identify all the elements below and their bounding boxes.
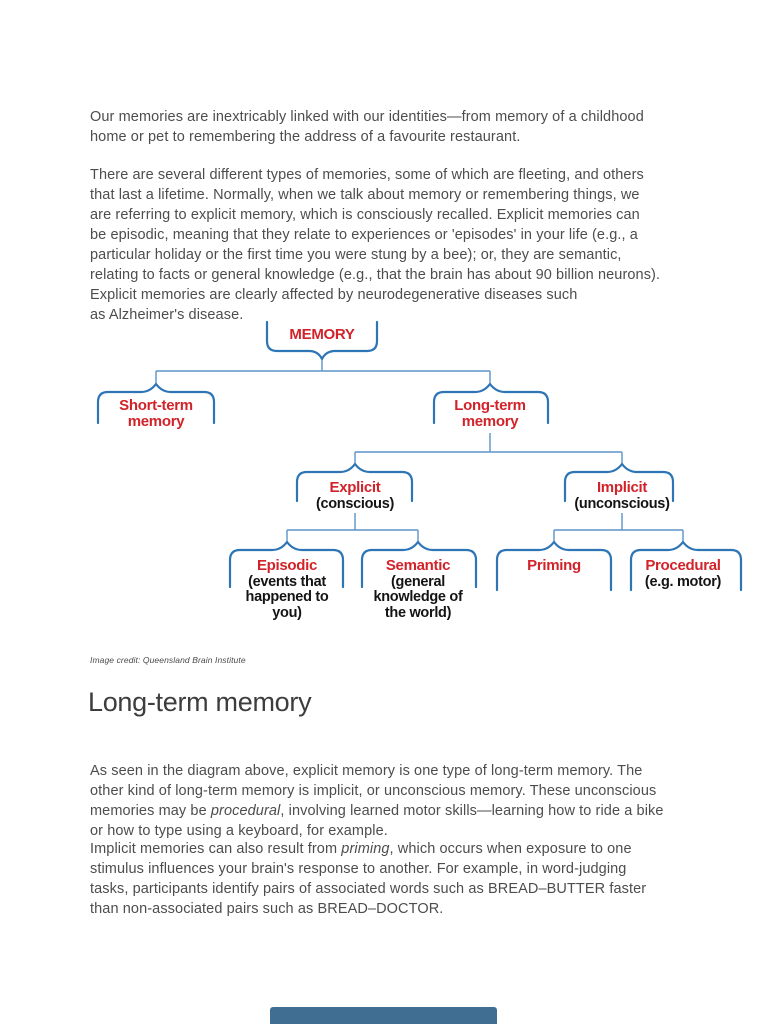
paragraph-priming: Implicit memories can also result from p… [90,839,694,919]
node-procedural-label: Procedural [645,557,721,574]
node-priming-label: Priming [527,557,581,574]
paragraph-priming-text: Implicit memories can also result from [90,840,342,857]
node-memory-label: MEMORY [289,326,355,343]
node-implicit: Implicit (unconscious) [547,480,697,512]
figure-caption: Image credit: Queensland Brain Institute [90,655,246,665]
procedural-italic: procedural [210,802,281,819]
node-semantic-sublabel: (general knowledge of the world) [373,573,463,621]
tree-braces [96,320,743,592]
node-short-term-memory: Short-term memory [81,398,231,429]
node-priming: Priming [479,558,629,574]
node-procedural-sublabel: (e.g. motor) [644,573,722,590]
paragraph-long-term: As seen in the diagram above, explicit m… [90,761,694,841]
node-memory: MEMORY [247,327,397,343]
node-long-term-label: Long-term memory [454,397,526,430]
node-semantic-label: Semantic [385,557,451,574]
tree-connectors [155,359,684,542]
node-episodic-label: Episodic [256,557,318,574]
node-explicit: Explicit (conscious) [280,480,430,512]
paragraph-priming-text-end: , which occurs when exposure to one stim… [90,840,647,917]
node-short-term-label: Short-term memory [119,397,193,430]
section-heading: Long-term memory [88,687,312,717]
node-implicit-sublabel: (unconscious) [574,495,670,512]
paragraph-memory-types: There are several different types of mem… [90,166,661,323]
node-semantic: Semantic (general knowledge of the world… [343,558,493,621]
node-episodic-sublabel: (events that happened to you) [245,573,329,621]
paragraph-intro: Our memories are inextricably linked wit… [90,108,644,145]
paragraph-long-term-text: As seen in the diagram above, explicit m… [90,762,657,819]
node-implicit-label: Implicit [596,479,648,496]
node-episodic: Episodic (events that happened to you) [212,558,362,621]
node-explicit-sublabel: (conscious) [315,495,395,512]
priming-italic: priming [341,840,390,857]
paragraph-long-term-text-end: , involving learned motor skills—learnin… [90,802,664,839]
node-long-term-memory: Long-term memory [415,398,565,429]
node-explicit-label: Explicit [329,479,381,496]
node-procedural: Procedural (e.g. motor) [608,558,758,590]
next-page-top-edge [270,1007,497,1024]
